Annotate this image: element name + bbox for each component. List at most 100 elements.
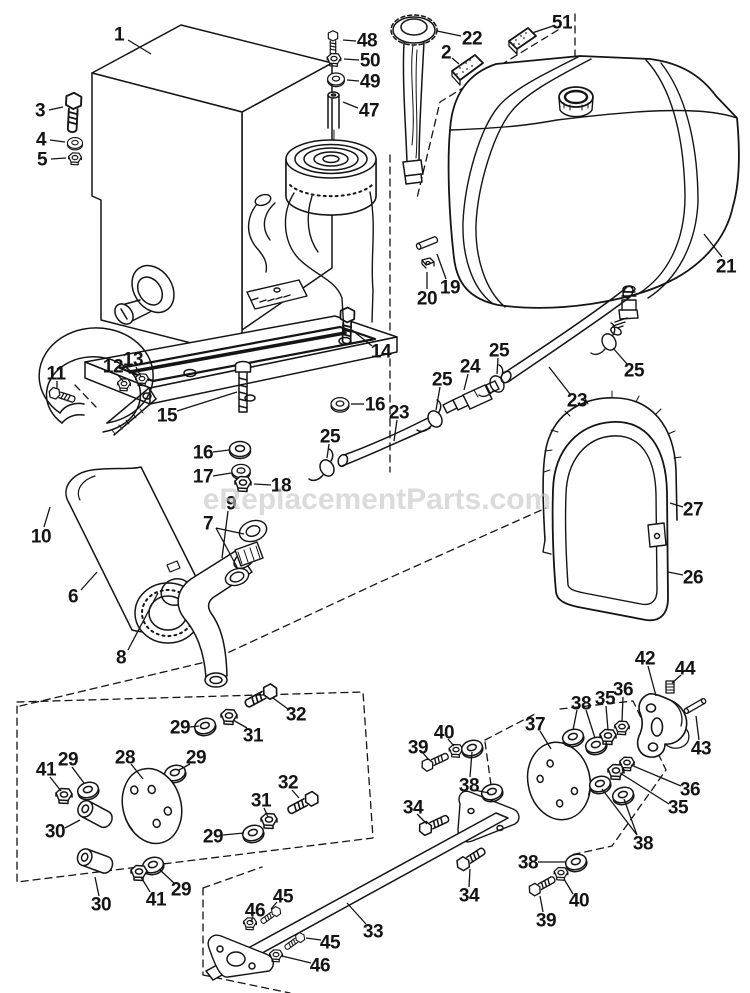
part-callout-14: 14 <box>371 342 392 363</box>
pin-and-nut <box>415 236 439 269</box>
part-callout-17: 17 <box>193 467 213 488</box>
part-callout-41: 41 <box>146 890 167 911</box>
part-callout-46: 46 <box>310 956 330 977</box>
engine-mount-plate-group <box>55 681 322 882</box>
part-callout-10: 10 <box>31 527 51 548</box>
part-callout-51: 51 <box>552 13 573 34</box>
part-callout-34: 34 <box>459 886 480 907</box>
callout-leader-46 <box>281 955 312 964</box>
callout-leader-38 <box>585 709 596 739</box>
callout-leader-34 <box>416 813 428 825</box>
part-callout-18: 18 <box>271 476 291 497</box>
part-callout-22: 22 <box>462 29 482 50</box>
callout-leader-18 <box>253 483 272 486</box>
callout-leader-34 <box>468 868 471 888</box>
callout-leader-48 <box>342 39 357 42</box>
callout-leader-23 <box>393 419 398 442</box>
callout-leader-32 <box>272 697 289 710</box>
callout-leader-46 <box>250 916 254 923</box>
part-callout-1: 1 <box>114 25 125 46</box>
exhaust-fittings <box>224 519 268 587</box>
callout-leader-22 <box>436 30 462 37</box>
callout-leader-4 <box>49 139 66 143</box>
callout-leader-16 <box>212 449 230 453</box>
part-callout-34: 34 <box>403 798 424 819</box>
callout-leader-25 <box>435 386 441 411</box>
part-callout-40: 40 <box>434 723 454 744</box>
callout-leader-14 <box>351 329 373 347</box>
part-callout-38: 38 <box>518 853 538 874</box>
callout-leader-38 <box>473 789 490 794</box>
callout-leader-39 <box>539 895 544 913</box>
callout-leader-49 <box>346 79 360 82</box>
callout-leader-33 <box>346 902 367 925</box>
part-callout-43: 43 <box>691 739 711 760</box>
fuel-line-right <box>500 285 634 384</box>
callout-leader-31 <box>263 807 269 818</box>
part-callout-29: 29 <box>170 718 190 739</box>
callout-leader-38 <box>572 709 578 731</box>
part-callout-37: 37 <box>525 715 545 736</box>
part-callout-20: 20 <box>417 289 437 310</box>
part-callout-15: 15 <box>157 406 178 427</box>
part-callout-24: 24 <box>460 357 481 378</box>
callout-leader-2 <box>451 57 460 65</box>
part-callout-13: 13 <box>123 350 143 371</box>
callout-leader-35 <box>619 772 670 805</box>
callout-leader-24 <box>463 373 469 391</box>
callout-leader-45 <box>270 901 278 910</box>
part-callout-29: 29 <box>186 748 206 769</box>
callout-leader-37 <box>539 730 552 750</box>
callout-leader-5 <box>50 157 67 160</box>
callout-leader-41 <box>140 876 151 893</box>
part-callout-38: 38 <box>459 776 479 797</box>
support-bar-group <box>205 790 520 981</box>
pivot-bracket-group <box>636 680 707 758</box>
part-callout-45: 45 <box>320 933 341 954</box>
callout-leader-12 <box>116 373 124 382</box>
part-callout-23: 23 <box>389 403 409 424</box>
part-callout-25: 25 <box>489 341 510 362</box>
part-callout-36: 36 <box>613 680 633 701</box>
part-callout-27: 27 <box>683 500 703 521</box>
fuel-tank <box>447 55 740 309</box>
part-callout-44: 44 <box>675 659 696 680</box>
air-cleaner-frame <box>542 390 682 622</box>
insulator-pads <box>451 27 537 86</box>
part-callout-31: 31 <box>243 726 264 747</box>
callout-leader-35 <box>605 705 609 731</box>
callout-leader-38 <box>623 798 638 836</box>
callout-leader-25 <box>612 347 628 365</box>
engine-block <box>91 24 333 357</box>
part-callout-5: 5 <box>37 150 48 171</box>
callout-leader-28 <box>130 763 144 780</box>
callout-leader-1 <box>127 39 152 55</box>
callout-leader-29 <box>222 832 245 836</box>
callout-leader-26 <box>667 571 684 576</box>
part-callout-38: 38 <box>633 834 653 855</box>
callout-leader-40 <box>563 878 574 895</box>
callout-leader-29 <box>71 766 85 784</box>
pulley-assembly <box>285 30 377 216</box>
part-callout-35: 35 <box>668 798 689 819</box>
callout-leader-3 <box>48 106 64 111</box>
part-callout-42: 42 <box>635 649 655 670</box>
callout-leader-40 <box>447 738 455 747</box>
callout-leader-29 <box>158 868 175 884</box>
callout-leader-19 <box>436 253 447 280</box>
callout-leader-44 <box>671 674 682 684</box>
dashed-guides <box>16 13 667 993</box>
callout-leader-41 <box>49 776 62 792</box>
callout-leader-10 <box>43 506 51 528</box>
part-callout-21: 21 <box>716 257 737 278</box>
callout-leader-32 <box>291 789 300 799</box>
callout-leader-17 <box>212 472 232 477</box>
callout-leader-43 <box>695 715 700 741</box>
callout-leader-6 <box>80 571 98 591</box>
part-callout-4: 4 <box>36 130 47 151</box>
callout-leader-7 <box>215 527 238 568</box>
part-callout-45: 45 <box>273 887 294 908</box>
callout-leader-51 <box>531 25 554 34</box>
